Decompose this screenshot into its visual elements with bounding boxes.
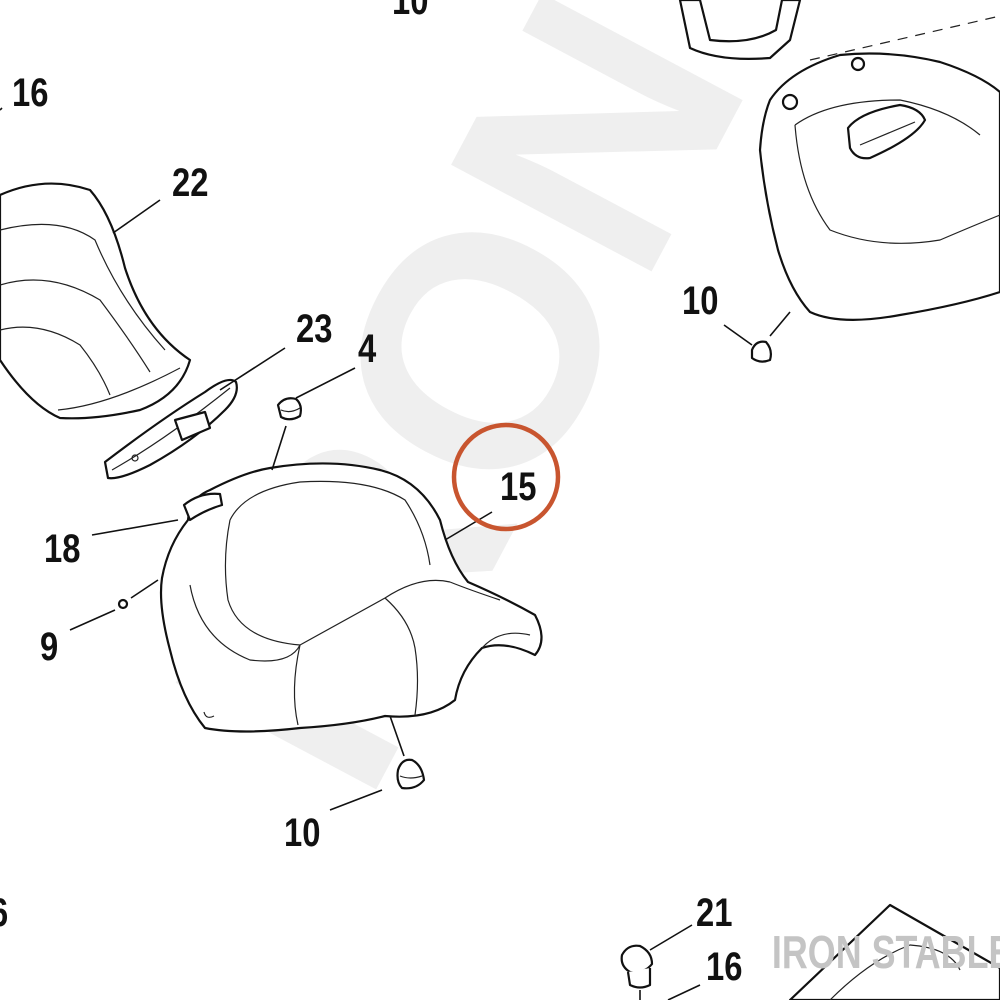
callout-15: 15 — [500, 464, 536, 509]
part-9-screw — [117, 598, 129, 610]
part-23-bracket — [103, 378, 238, 480]
part-15-seat — [159, 462, 543, 733]
callout-labels: 10 16 22 23 4 15 18 9 10 10 21 16 6 — [0, 0, 742, 989]
part-bottom-right-cover — [788, 903, 1000, 1000]
part-10-bumper-right — [750, 340, 772, 363]
callout-10-top: 10 — [392, 0, 428, 23]
leader-lines — [0, 107, 791, 1000]
callout-4: 4 — [358, 326, 377, 371]
callout-16-bottom: 16 — [706, 944, 742, 989]
callout-10-left: 10 — [284, 810, 320, 855]
callout-6-edge: 6 — [0, 890, 8, 935]
callout-10-right: 10 — [682, 278, 718, 323]
watermark-brand: IRON STABLE — [772, 927, 1000, 978]
highlight-circle-15 — [451, 422, 561, 532]
callout-22: 22 — [172, 160, 208, 205]
part-22-seat-pad — [0, 182, 192, 420]
callout-9: 9 — [40, 624, 58, 669]
part-21-knob — [620, 944, 654, 989]
callout-18: 18 — [44, 526, 80, 571]
callout-21: 21 — [696, 890, 732, 935]
callout-23: 23 — [296, 306, 332, 351]
part-passenger-seat — [678, 0, 1000, 321]
part-10-bumper-lower — [396, 758, 426, 790]
part-4-knob — [276, 397, 302, 421]
callout-16-top: 16 — [12, 70, 48, 115]
